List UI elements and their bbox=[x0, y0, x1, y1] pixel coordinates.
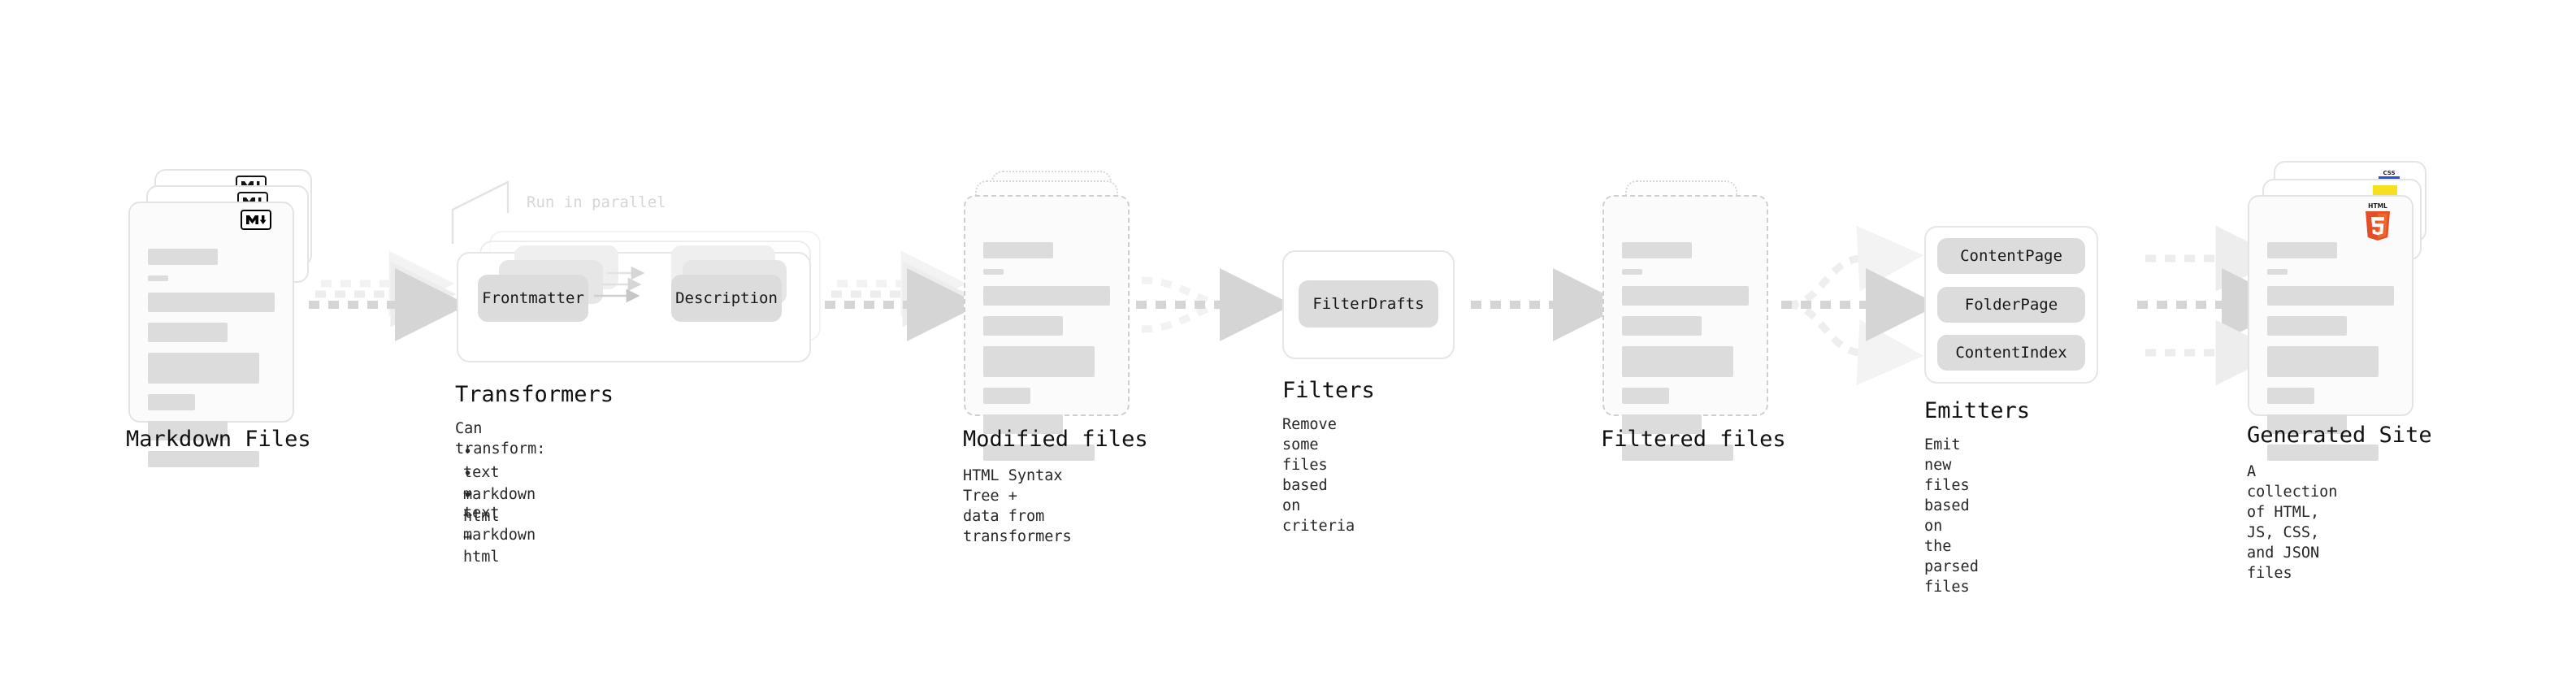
stage-title-markdown-files: Markdown Files bbox=[126, 427, 311, 452]
css-icon: CSS bbox=[2377, 168, 2401, 181]
arrow-modified-to-filters bbox=[1136, 268, 1293, 341]
filter-node-filterdrafts[interactable]: FilterDrafts bbox=[1299, 280, 1438, 327]
content-bar bbox=[148, 451, 260, 467]
content-bar bbox=[2267, 269, 2288, 275]
stage-subtitle-transformers: Can transform: bbox=[455, 420, 546, 458]
transformer-node-frontmatter[interactable]: Frontmatter bbox=[478, 275, 588, 322]
transformers-bullet-0: • text → text bbox=[463, 444, 500, 522]
content-bar bbox=[983, 269, 1004, 275]
stage-title-filters: Filters bbox=[1282, 378, 1375, 403]
content-bar bbox=[148, 421, 228, 440]
transformer-inner-arrows bbox=[594, 266, 645, 303]
content-bar bbox=[1622, 316, 1702, 336]
stage-title-modified-files: Modified files bbox=[963, 427, 1148, 452]
transformers-bullet-2: • html → html bbox=[463, 488, 500, 566]
content-bar bbox=[2267, 388, 2314, 404]
markdown-card-content bbox=[148, 249, 275, 478]
arrow-markdown-to-transformers bbox=[309, 250, 468, 341]
stage-subtitle-emitters: Emit new files based on the parsed files bbox=[1924, 436, 1979, 596]
stage-title-filtered-files: Filtered files bbox=[1601, 427, 1786, 452]
content-bar bbox=[1622, 388, 1669, 404]
css-glyph: CSS bbox=[2379, 170, 2400, 179]
modified-card-front bbox=[964, 195, 1130, 461]
content-bar bbox=[148, 323, 228, 342]
arrow-filtered-to-emitters bbox=[1781, 225, 1939, 386]
emitter-node-contentpage[interactable]: ContentPage bbox=[1937, 238, 2085, 274]
content-bar bbox=[1622, 445, 1734, 461]
content-bar bbox=[1622, 346, 1734, 377]
content-bar bbox=[1622, 242, 1692, 258]
run-in-parallel-label: Run in parallel bbox=[527, 193, 666, 211]
content-bar bbox=[983, 346, 1095, 377]
content-bar bbox=[983, 286, 1110, 306]
stage-subtitle-filters: Remove some files based on criteria bbox=[1282, 416, 1355, 535]
content-bar bbox=[983, 242, 1053, 258]
emitter-node-folderpage[interactable]: FolderPage bbox=[1937, 287, 2085, 323]
content-bar bbox=[148, 353, 260, 384]
svg-text:CSS: CSS bbox=[2383, 170, 2395, 176]
content-bar bbox=[2267, 316, 2348, 336]
content-bar bbox=[2267, 286, 2394, 306]
content-bar bbox=[1622, 269, 1642, 275]
filtered-card-content bbox=[1622, 242, 1749, 471]
content-bar bbox=[2267, 414, 2348, 434]
svg-text:HTML: HTML bbox=[2368, 202, 2387, 210]
content-bar bbox=[983, 445, 1095, 461]
transformer-node-description[interactable]: Description bbox=[671, 275, 782, 322]
content-bar bbox=[2267, 346, 2379, 377]
content-bar bbox=[983, 388, 1030, 404]
content-bar bbox=[1622, 286, 1749, 306]
stage-subtitle-generated-site: A collection of HTML, JS, CSS, and JSON … bbox=[2247, 463, 2338, 582]
html5-icon: HTML bbox=[2361, 202, 2395, 241]
transformers-bullet-1: • markdown → markdown bbox=[463, 466, 536, 544]
content-bar bbox=[1622, 414, 1702, 434]
html5-glyph: HTML bbox=[2366, 202, 2390, 241]
markdown-card-front bbox=[128, 202, 294, 467]
markdown-glyph bbox=[246, 215, 267, 224]
filtered-card-front bbox=[1602, 195, 1768, 461]
content-bar bbox=[2267, 242, 2337, 258]
stage-title-transformers: Transformers bbox=[455, 382, 614, 407]
content-bar bbox=[2267, 445, 2379, 461]
arrow-transformers-to-modified bbox=[825, 250, 980, 341]
content-bar bbox=[148, 293, 275, 312]
content-bar bbox=[983, 316, 1064, 336]
arrow-emitters-to-site bbox=[2137, 225, 2295, 386]
content-bar bbox=[983, 414, 1064, 434]
content-bar bbox=[148, 249, 218, 265]
stage-title-emitters: Emitters bbox=[1924, 398, 2031, 423]
site-card-content bbox=[2267, 242, 2394, 471]
content-bar bbox=[148, 275, 168, 281]
stage-title-generated-site: Generated Site bbox=[2247, 423, 2432, 448]
emitter-node-contentindex[interactable]: ContentIndex bbox=[1937, 335, 2085, 371]
stage-subtitle-modified-files: HTML Syntax Tree + data from transformer… bbox=[963, 467, 1072, 545]
content-bar bbox=[148, 394, 195, 410]
modified-card-content bbox=[983, 242, 1110, 471]
markdown-icon bbox=[241, 210, 271, 230]
